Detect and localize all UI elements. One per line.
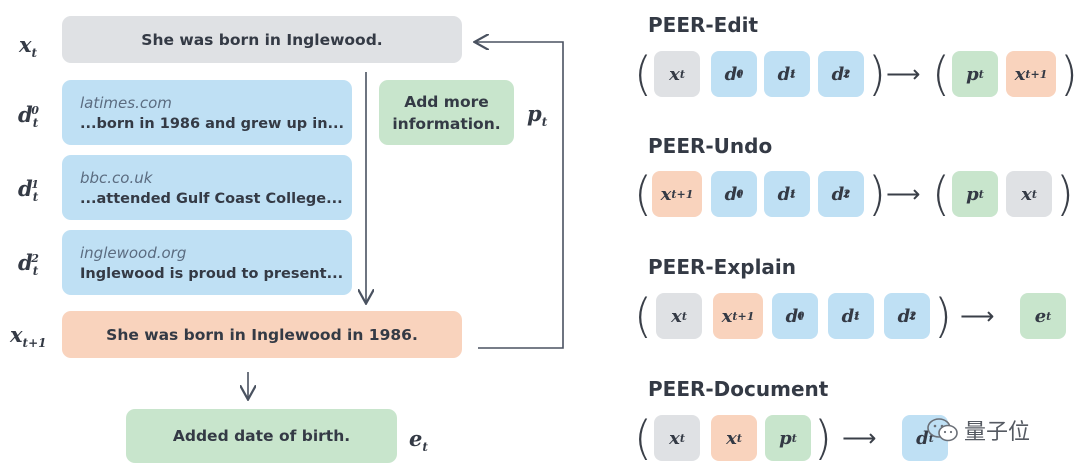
var-x-t: xt bbox=[19, 32, 38, 60]
doc-source: bbc.co.uk bbox=[80, 168, 153, 187]
explanation-text: Added date of birth. bbox=[172, 427, 351, 445]
watermark: 量子位 bbox=[926, 414, 1030, 446]
right-arrow: ⟶ bbox=[886, 180, 921, 208]
connector-lines bbox=[0, 0, 564, 475]
x-next-text: She was born in Inglewood in 1986. bbox=[106, 325, 418, 344]
x-t-text: She was born in Inglewood. bbox=[141, 30, 383, 49]
close-paren: ) bbox=[814, 411, 832, 465]
watermark-text: 量子位 bbox=[964, 420, 1031, 445]
close-paren: ) bbox=[1056, 167, 1074, 221]
open-paren: ( bbox=[634, 47, 652, 101]
explanation-box: Added date of birth. bbox=[126, 409, 397, 463]
var-d-t-0: dt0 bbox=[18, 102, 39, 130]
plan-box: Add more information. bbox=[379, 80, 514, 145]
right-arrow: ⟶ bbox=[886, 60, 921, 88]
right-arrow: ⟶ bbox=[842, 424, 877, 452]
close-paren: ) bbox=[934, 289, 952, 343]
var-p-t: pt bbox=[527, 101, 548, 129]
plan-text: Add more information. bbox=[392, 92, 501, 133]
doc-box-1: bbc.co.uk ...attended Gulf Coast College… bbox=[62, 155, 352, 220]
doc-snippet: ...attended Gulf Coast College... bbox=[80, 190, 343, 207]
doc-source: inglewood.org bbox=[80, 243, 187, 262]
doc-snippet: Inglewood is proud to present... bbox=[80, 265, 344, 282]
doc-box-2: inglewood.org Inglewood is proud to pres… bbox=[62, 230, 352, 295]
wechat-icon bbox=[927, 418, 958, 442]
right-arrow: ⟶ bbox=[960, 302, 995, 330]
var-d-t-1: dt1 bbox=[18, 176, 39, 204]
peer-explain-title: PEER-Explain bbox=[648, 255, 797, 279]
peer-edit-title: PEER-Edit bbox=[648, 13, 759, 37]
var-d-t-2: dt2 bbox=[18, 250, 39, 278]
x-t-box: She was born in Inglewood. bbox=[62, 16, 462, 63]
open-paren: ( bbox=[932, 47, 950, 101]
var-x-t-plus-1: xt+1 bbox=[10, 322, 47, 350]
doc-box-0: latimes.com ...born in 1986 and grew up … bbox=[62, 80, 352, 145]
peer-document-title: PEER-Document bbox=[648, 377, 829, 401]
open-paren: ( bbox=[634, 411, 652, 465]
open-paren: ( bbox=[932, 167, 950, 221]
open-paren: ( bbox=[634, 289, 652, 343]
feedback-arrow bbox=[476, 42, 564, 349]
open-paren: ( bbox=[634, 167, 652, 221]
doc-snippet: ...born in 1986 and grew up in... bbox=[80, 115, 345, 132]
doc-source: latimes.com bbox=[80, 93, 172, 112]
close-paren: ) bbox=[1060, 47, 1078, 101]
x-next-box: She was born in Inglewood in 1986. bbox=[62, 311, 462, 358]
peer-undo-title: PEER-Undo bbox=[648, 134, 773, 158]
close-paren: ) bbox=[868, 167, 886, 221]
var-e-t: et bbox=[409, 426, 428, 454]
close-paren: ) bbox=[868, 47, 886, 101]
